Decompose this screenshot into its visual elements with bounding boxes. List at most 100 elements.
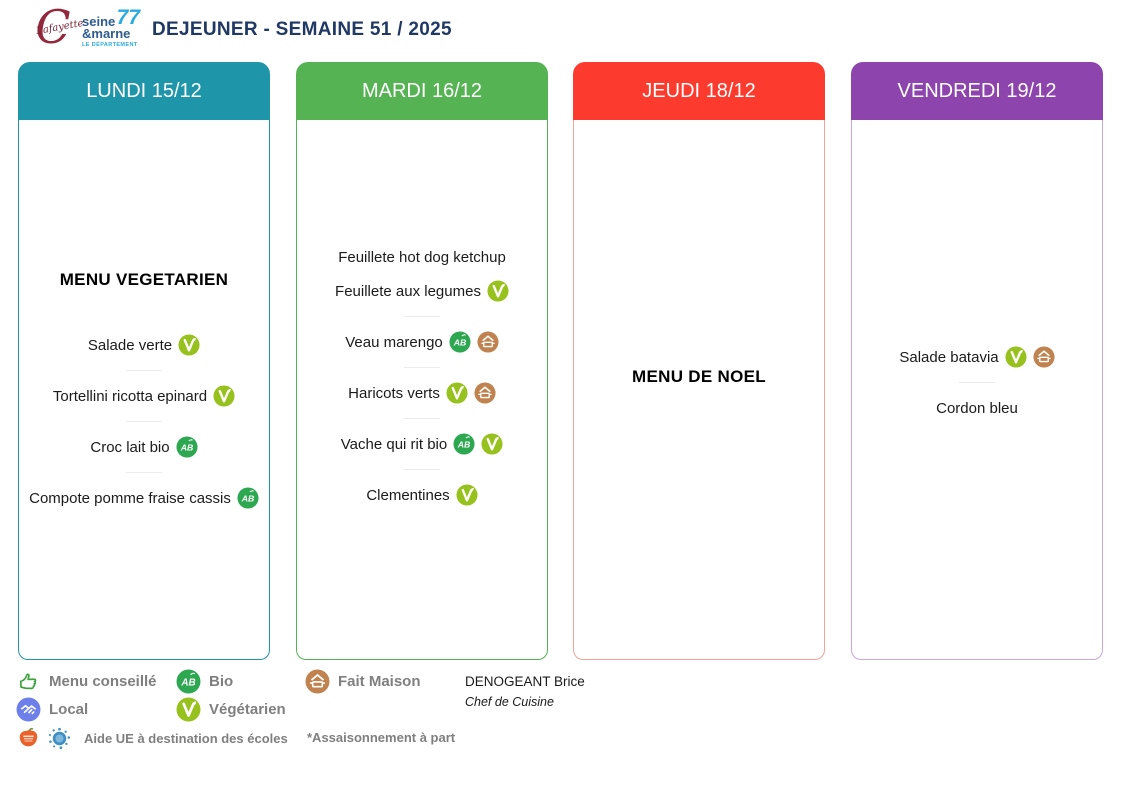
vegetarien-icon bbox=[487, 280, 509, 302]
chef-name: DENOGEANT Brice bbox=[465, 674, 585, 689]
vegetarien-icon bbox=[456, 484, 478, 506]
legend-label: Aide UE à destination des écoles bbox=[84, 731, 288, 746]
local-icon bbox=[16, 697, 41, 722]
bio-icon: AB bbox=[237, 487, 259, 509]
item-divider bbox=[404, 418, 440, 419]
item-divider bbox=[404, 367, 440, 368]
day-title: LUNDI 15/12 bbox=[86, 79, 202, 102]
menu-item-label: Veau marengo bbox=[345, 333, 443, 351]
chef-role: Chef de Cuisine bbox=[465, 695, 554, 709]
menu-heading: MENU VEGETARIEN bbox=[59, 270, 229, 289]
menu-item-label: Croc lait bio bbox=[90, 438, 170, 456]
menu-item: Croc lait bio AB bbox=[90, 432, 198, 462]
menu-item: Salade verte bbox=[88, 330, 200, 360]
legend-label: Bio bbox=[209, 673, 234, 690]
fait-maison-icon bbox=[474, 382, 496, 404]
menu-item: Tortellini ricotta epinard bbox=[53, 381, 235, 411]
menu-item: Feuillete hot dog ketchup bbox=[338, 242, 506, 272]
dept-77: 77 bbox=[116, 6, 140, 29]
day-header: JEUDI 18/12 bbox=[573, 62, 825, 120]
vegetarien-icon bbox=[178, 334, 200, 356]
menu-item-label: Feuillete aux legumes bbox=[335, 282, 481, 300]
dept-subtitle: LE DÉPARTEMENT bbox=[82, 42, 138, 48]
vegetarien-icon bbox=[1005, 346, 1027, 368]
item-divider bbox=[126, 472, 162, 473]
eu-icon bbox=[47, 726, 72, 751]
menu-item: Vache qui rit bio AB bbox=[341, 429, 503, 459]
menu-item-label: Compote pomme fraise cassis bbox=[29, 489, 231, 507]
menu-conseille-icon bbox=[16, 669, 41, 694]
legend-label: Menu conseillé bbox=[49, 673, 157, 690]
item-divider bbox=[959, 382, 995, 383]
bio-icon: AB bbox=[176, 669, 201, 694]
svg-text:AB: AB bbox=[457, 440, 471, 450]
svg-text:AB: AB bbox=[180, 678, 195, 689]
menu-item: Feuillete aux legumes bbox=[335, 276, 509, 306]
day-header: MARDI 16/12 bbox=[296, 62, 548, 120]
menu-item-label: Tortellini ricotta epinard bbox=[52, 387, 208, 405]
item-divider bbox=[126, 370, 162, 371]
bio-icon: AB bbox=[176, 436, 198, 458]
lafayette-logo: C Lafayette bbox=[24, 0, 84, 54]
seine-et-marne-logo: 77 seine &marne LE DÉPARTEMENT bbox=[82, 6, 146, 48]
menu-item-label: Vache qui rit bio bbox=[340, 435, 448, 453]
svg-text:AB: AB bbox=[453, 338, 467, 348]
vegetarien-icon bbox=[176, 697, 201, 722]
menu-item-label: Haricots verts bbox=[348, 384, 440, 402]
fait-maison-icon bbox=[477, 331, 499, 353]
legend-label: Végétarien bbox=[209, 701, 286, 718]
legend-assaisonnement: *Assaisonnement à part bbox=[307, 730, 455, 745]
legend-bio: AB Bio bbox=[176, 669, 233, 694]
day-menu-body: MENU DE NOEL bbox=[573, 120, 825, 660]
menu-item: Compote pomme fraise cassis AB bbox=[29, 483, 259, 513]
legend-label: Local bbox=[49, 701, 89, 718]
page-title: DEJEUNER - SEMAINE 51 / 2025 bbox=[152, 19, 452, 40]
day-header: LUNDI 15/12 bbox=[18, 62, 270, 120]
menu-item-label: Feuillete hot dog ketchup bbox=[338, 248, 506, 266]
day-title: VENDREDI 19/12 bbox=[897, 79, 1057, 102]
dept-line2: &marne bbox=[82, 26, 131, 41]
fait-maison-icon bbox=[1033, 346, 1055, 368]
day-column-jeudi: JEUDI 18/12 MENU DE NOEL bbox=[573, 62, 825, 660]
menu-item-label: Salade batavia bbox=[899, 348, 999, 366]
legend-vegetarien: Végétarien bbox=[176, 697, 286, 722]
vegetarien-icon bbox=[446, 382, 468, 404]
legend-menu-conseille: Menu conseillé bbox=[16, 669, 157, 694]
svg-text:AB: AB bbox=[179, 443, 193, 453]
vegetarien-icon bbox=[481, 433, 503, 455]
item-divider bbox=[404, 469, 440, 470]
menu-item: Cordon bleu bbox=[936, 393, 1018, 423]
fruit-icon bbox=[16, 726, 41, 751]
menu-item-label: Clementines bbox=[366, 486, 450, 504]
menu-item: Haricots verts bbox=[348, 378, 496, 408]
bio-icon: AB bbox=[449, 331, 471, 353]
menu-item: Clementines bbox=[366, 480, 478, 510]
legend-fait-maison: Fait Maison bbox=[305, 669, 421, 694]
item-divider bbox=[126, 421, 162, 422]
dept-line1: seine bbox=[82, 14, 116, 29]
menu-item-label: Cordon bleu bbox=[936, 399, 1018, 417]
svg-text:AB: AB bbox=[241, 494, 255, 504]
vegetarien-icon bbox=[213, 385, 235, 407]
menu-heading: MENU DE NOEL bbox=[632, 367, 766, 386]
lafayette-logo-initial: C bbox=[35, 0, 71, 54]
legend-local: Local bbox=[16, 697, 88, 722]
bio-icon: AB bbox=[453, 433, 475, 455]
legend-aide-ue: Aide UE à destination des écoles bbox=[16, 726, 288, 751]
day-header: VENDREDI 19/12 bbox=[851, 62, 1103, 120]
menu-item-label: Salade verte bbox=[87, 336, 173, 354]
day-title: MARDI 16/12 bbox=[361, 79, 483, 102]
legend-label: Fait Maison bbox=[338, 673, 421, 690]
legend-label: *Assaisonnement à part bbox=[307, 730, 456, 745]
menu-item: Salade batavia bbox=[899, 342, 1055, 372]
item-divider bbox=[404, 316, 440, 317]
fait-maison-icon bbox=[305, 669, 330, 694]
day-title: JEUDI 18/12 bbox=[642, 79, 756, 102]
menu-item: Veau marengo AB bbox=[345, 327, 499, 357]
